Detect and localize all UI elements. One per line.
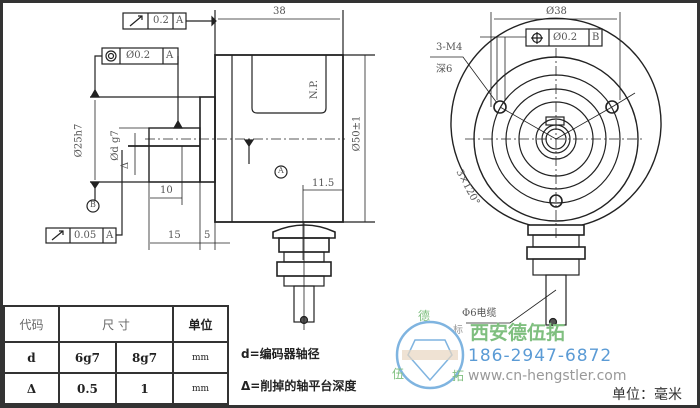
datum-a-marker: [274, 165, 288, 179]
dim-length: 38: [273, 6, 286, 17]
datum-b-label: B: [90, 200, 96, 209]
table-header-row: 代码 尺 寸 单位: [3, 304, 229, 344]
depth-label: 深6: [436, 64, 453, 75]
tol-position-datum: B: [592, 32, 600, 43]
cell-value: 0.5: [57, 372, 117, 405]
dimension-table: 代码 尺 寸 单位 d 6g7 8g7 mm Δ 0.5 1 mm: [3, 304, 229, 405]
table-row: d 6g7 8g7 mm: [3, 341, 229, 375]
runout-icon: [51, 230, 64, 241]
concentricity-icon: [105, 50, 117, 62]
watermark-company: 西安德伍拓: [470, 322, 566, 344]
mount-hole: [605, 100, 619, 114]
dim-connector: 11.5: [312, 178, 335, 189]
datum-a-label: A: [278, 166, 284, 175]
cell-value: 8g7: [114, 341, 175, 375]
cable-connector: [272, 222, 336, 330]
tol-concentricity-value: Ø0.2: [126, 50, 151, 61]
dim-flange-thk: 5: [204, 230, 211, 241]
cell-unit: mm: [172, 341, 229, 375]
header-size: 尺 寸: [57, 304, 175, 344]
tol-frame-position: [525, 28, 603, 47]
logo-char: 拓: [452, 369, 465, 383]
logo-ring: [395, 320, 465, 390]
cell-value: 6g7: [57, 341, 117, 375]
dim-flat: 10: [160, 185, 173, 196]
datum-b-marker: [86, 199, 100, 213]
runout-icon: [129, 15, 143, 27]
thread-label: 3-M4: [436, 42, 463, 53]
unit-label: 单位：毫米: [612, 387, 682, 403]
note-delta: Δ=削掉的轴平台深度: [241, 379, 357, 393]
table-row: Δ 0.5 1 mm: [3, 372, 229, 405]
cable-connector-front: [466, 224, 586, 327]
cell-unit: mm: [172, 372, 229, 405]
cell-value: 1: [114, 372, 175, 405]
tol-runout-bottom-value: 0.05: [74, 230, 97, 241]
front-view: [430, 12, 662, 327]
watermark-phone: 186-2947-6872: [468, 346, 613, 366]
outer-arc: [450, 17, 662, 226]
tol-runout-datum: A: [176, 15, 184, 26]
tol-runout-bottom-datum: A: [106, 230, 114, 241]
watermark-website: www.cn-hengstler.com: [468, 368, 627, 384]
logo-char: 德: [418, 309, 431, 323]
header-unit: 单位: [172, 304, 229, 344]
cable-sub-label: 标: [453, 325, 463, 336]
dim-bolt-circle: Ø38: [546, 6, 567, 17]
cable-label: Φ6电缆: [462, 308, 497, 319]
tol-concentricity-datum: A: [166, 50, 174, 61]
header-code: 代码: [3, 304, 60, 344]
tol-position-value: Ø0.2: [553, 32, 578, 43]
label-window: [251, 55, 327, 114]
side-view: [45, 10, 375, 330]
tol-runout-value: 0.2: [153, 15, 169, 26]
note-d: d=编码器轴径: [241, 347, 320, 361]
logo-char: 伍: [392, 367, 405, 381]
cell-code: Δ: [3, 372, 60, 405]
cell-code: d: [3, 341, 60, 375]
dim-shaft-len: 15: [168, 230, 181, 241]
mount-hole: [493, 100, 507, 114]
